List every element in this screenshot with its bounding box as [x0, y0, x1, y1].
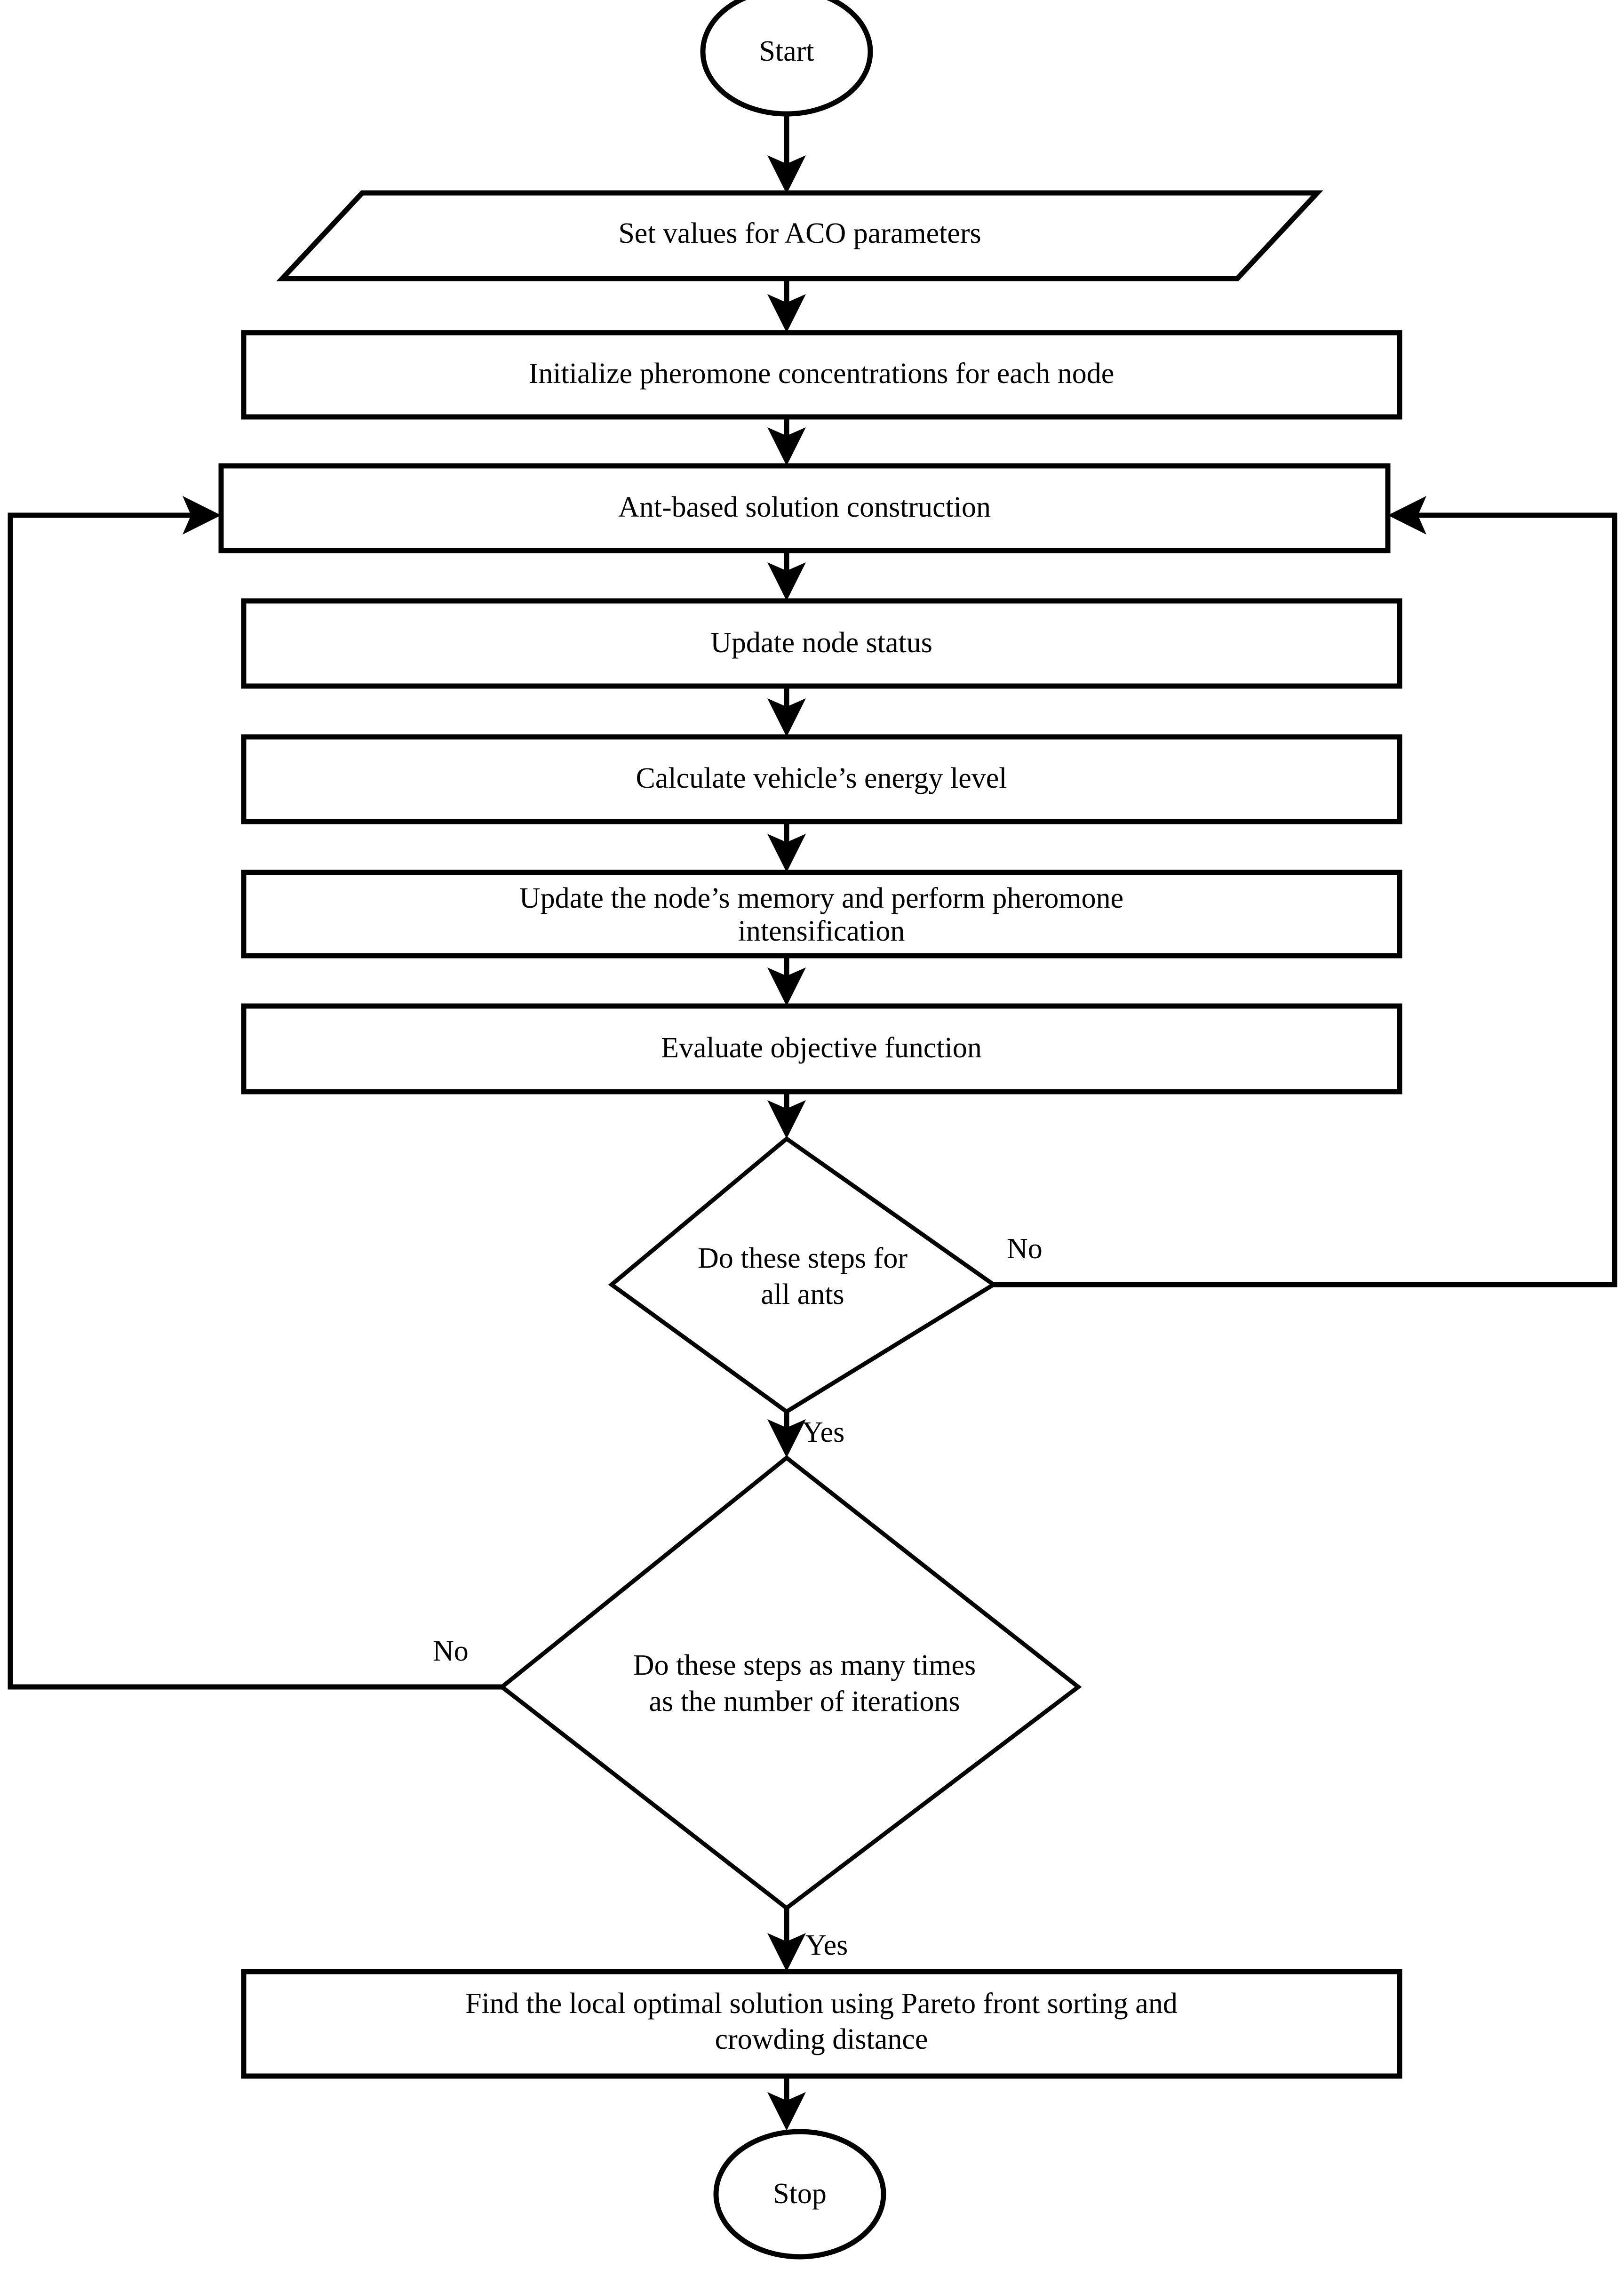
node-set-params-label: Set values for ACO parameters [618, 217, 981, 249]
connector-iterations-no-loop [8, 496, 502, 1690]
connector-all-ants-yes [767, 1412, 806, 1458]
node-update-memory[interactable]: Update the node’s memory and perform phe… [241, 870, 1402, 959]
connector-all-ants-no-loop [994, 496, 1617, 1287]
node-find-optimal-label-line2: crowding distance [715, 2023, 928, 2055]
node-calc-energy-label: Calculate vehicle’s energy level [636, 762, 1007, 794]
node-start-label: Start [759, 35, 814, 67]
edge-label-iterations-no: No [433, 1635, 469, 1667]
node-update-node-status-label: Update node status [710, 627, 932, 659]
node-calc-energy[interactable]: Calculate vehicle’s energy level [241, 734, 1402, 824]
node-decision-all-ants-label-line2: all ants [761, 1278, 844, 1310]
node-stop-label: Stop [773, 2178, 827, 2210]
connector-start-to-set-params [767, 113, 806, 194]
connector-iterations-yes [767, 1908, 806, 1972]
edge-label-all-ants-no: No [1007, 1233, 1043, 1265]
edge-label-iterations-yes: Yes [805, 1929, 848, 1961]
node-set-params[interactable]: Set values for ACO parameters [276, 190, 1323, 281]
connector-evaluate-to-decision-all-ants [767, 1092, 806, 1139]
node-update-node-status[interactable]: Update node status [241, 598, 1402, 689]
node-decision-iterations-label-line2: as the number of iterations [649, 1686, 960, 1718]
connector-set-params-to-init [767, 279, 806, 333]
connector-init-to-ant-construction [767, 417, 806, 466]
node-init-pheromone[interactable]: Initialize pheromone concentrations for … [241, 330, 1402, 420]
node-start[interactable]: Start [700, 0, 873, 117]
connector-find-optimal-to-stop [767, 2076, 806, 2131]
connector-update-memory-to-evaluate [767, 956, 806, 1006]
node-ant-construction-label: Ant-based solution construction [618, 491, 991, 523]
edge-label-all-ants-yes: Yes [802, 1416, 844, 1448]
node-init-pheromone-label: Initialize pheromone concentrations for … [529, 358, 1115, 390]
connector-calc-energy-to-update-memory [767, 822, 806, 872]
node-update-memory-label-line2: intensification [738, 915, 905, 947]
node-update-memory-label-line1: Update the node’s memory and perform phe… [519, 882, 1123, 914]
connector-ant-to-update-status [767, 551, 806, 601]
node-find-optimal[interactable]: Find the local optimal solution using Pa… [241, 1969, 1402, 2079]
connector-update-status-to-calc-energy [767, 686, 806, 737]
node-decision-all-ants[interactable]: Do these steps for all ants [608, 1136, 998, 1414]
node-find-optimal-label-line1: Find the local optimal solution using Pa… [465, 1988, 1178, 2020]
node-evaluate-objective-label: Evaluate objective function [661, 1032, 982, 1064]
node-evaluate-objective[interactable]: Evaluate objective function [241, 1003, 1402, 1095]
node-decision-iterations-label-line1: Do these steps as many times [633, 1649, 976, 1681]
node-decision-all-ants-label-line1: Do these steps for [698, 1242, 908, 1274]
node-stop[interactable]: Stop [713, 2129, 886, 2260]
node-decision-iterations[interactable]: Do these steps as many times as the numb… [498, 1455, 1082, 1911]
node-ant-construction[interactable]: Ant-based solution construction [218, 463, 1391, 553]
